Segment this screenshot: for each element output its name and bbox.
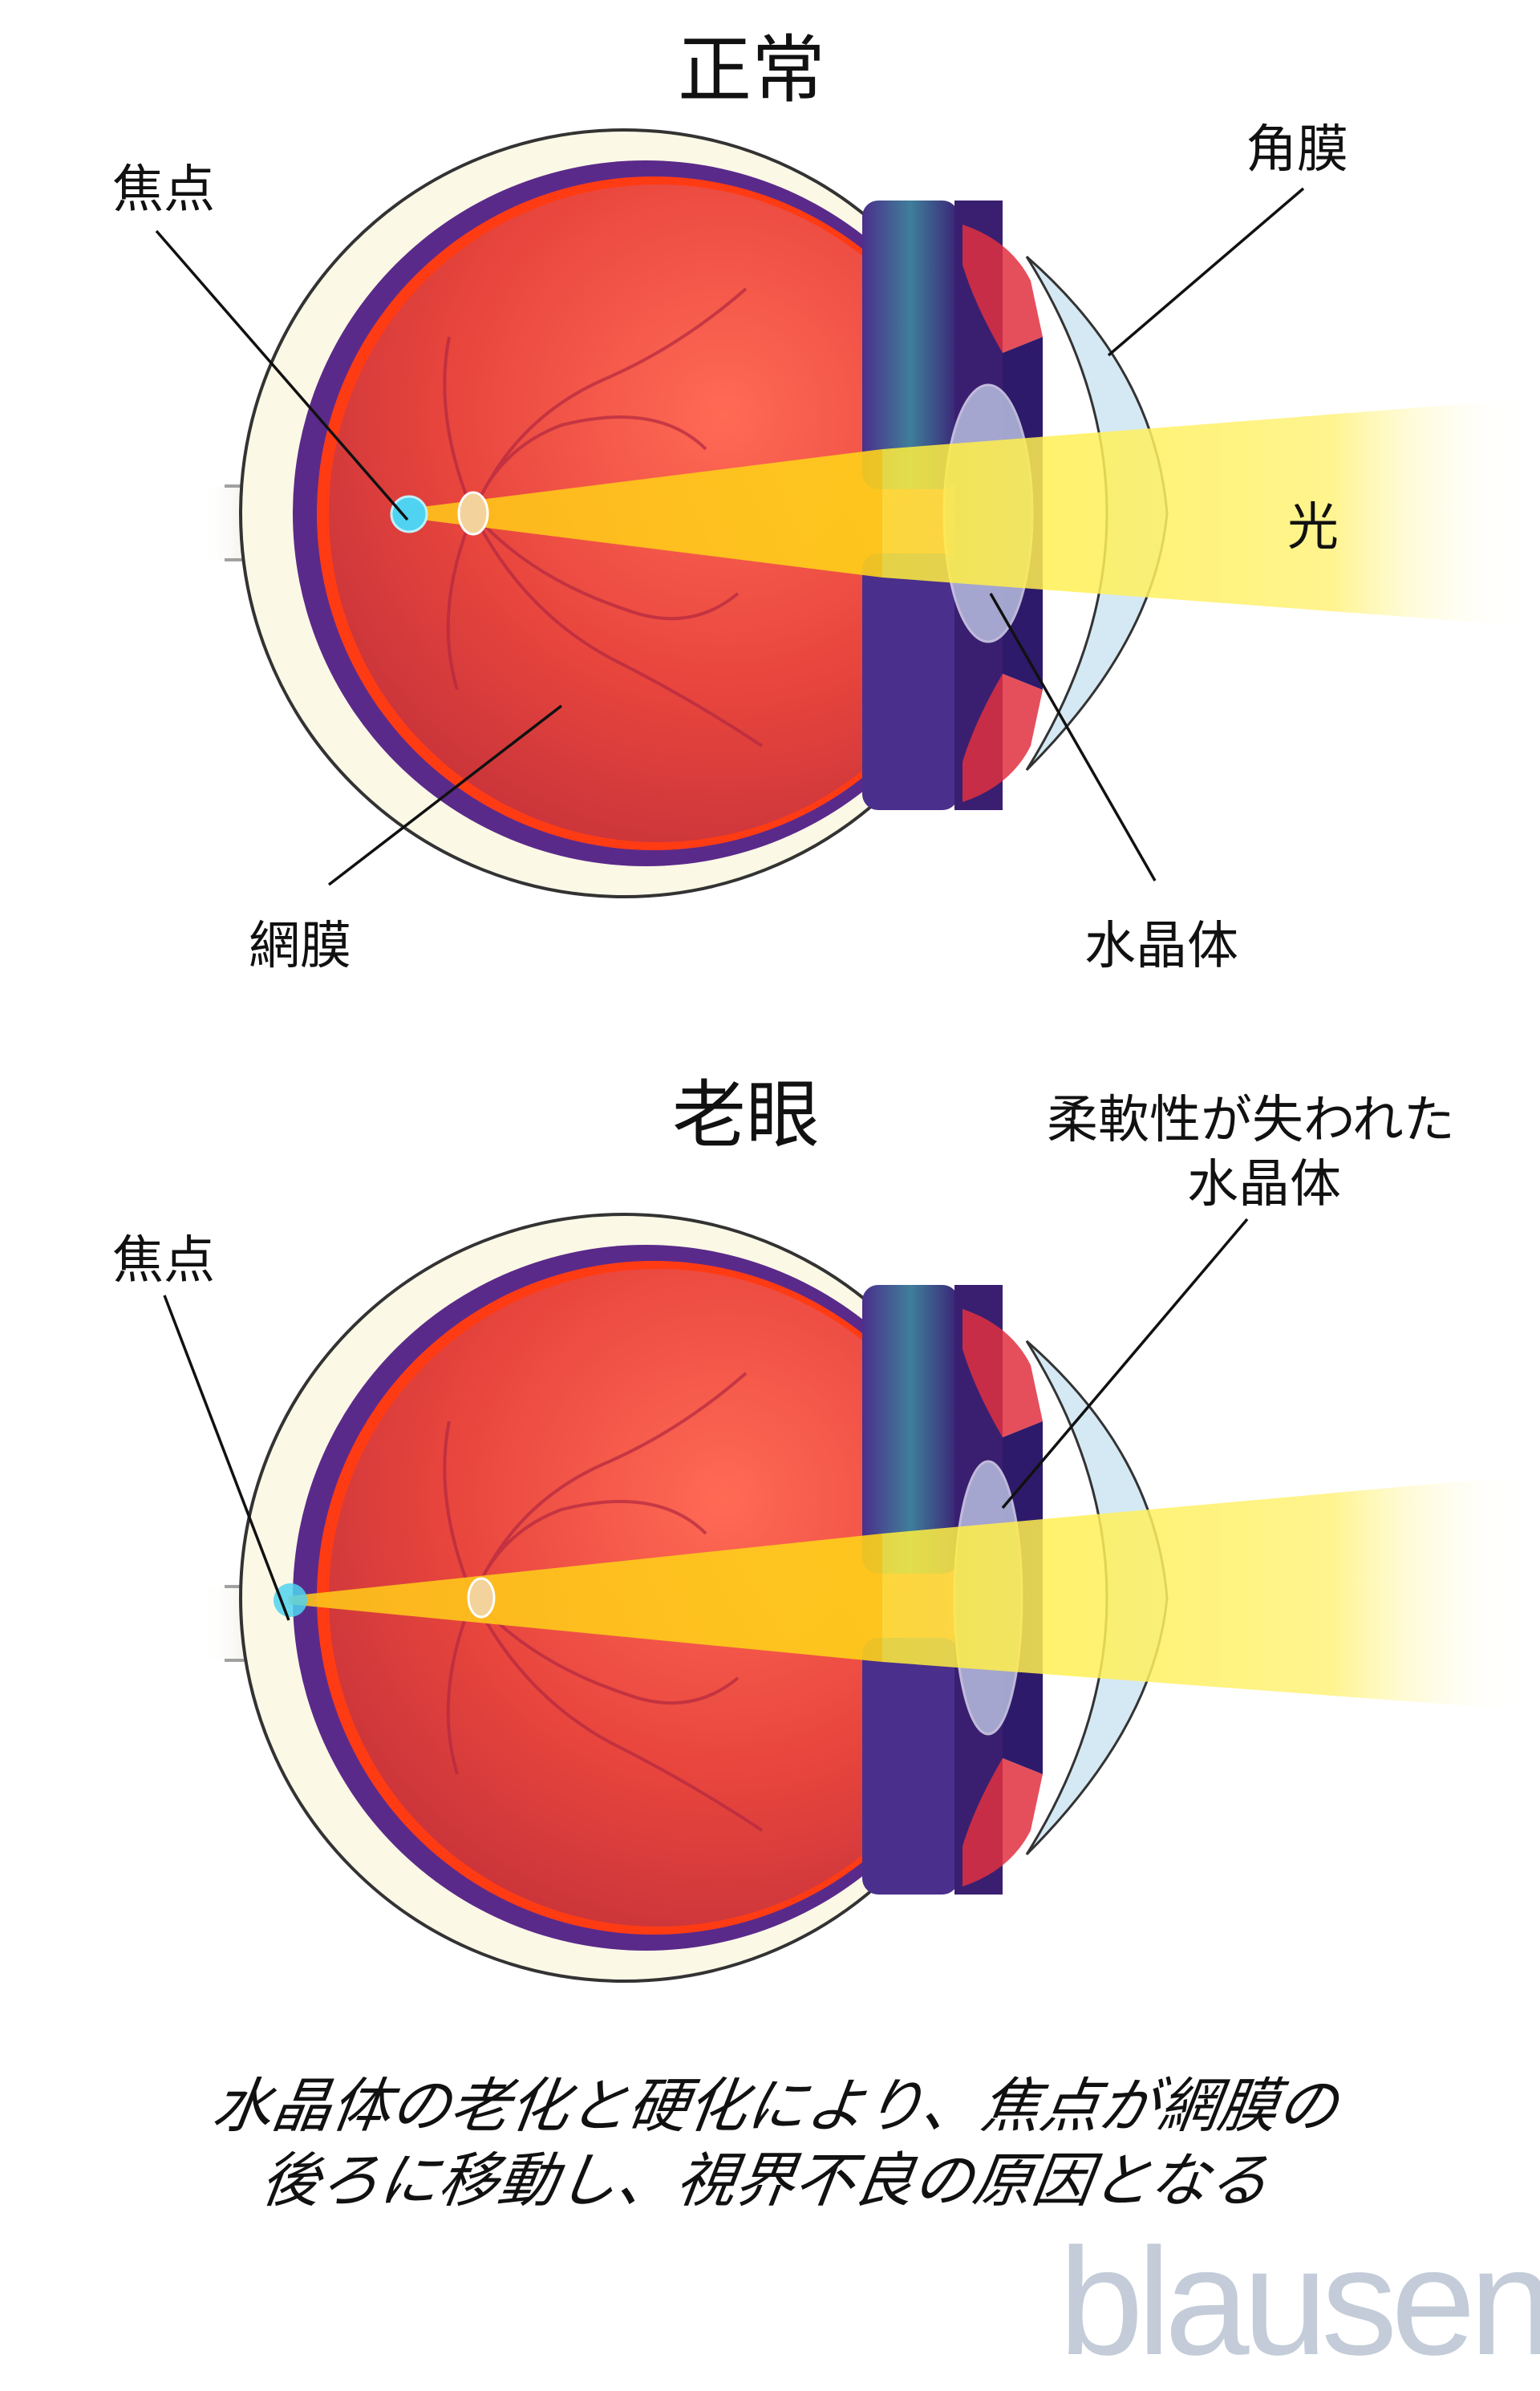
title-normal: 正常 (678, 27, 826, 113)
presbyopic-eye (201, 1213, 1524, 1983)
label-light: 光 (1287, 498, 1339, 557)
leader-lines-presbyopia (163, 1218, 1249, 1621)
focus-point-normal (390, 495, 428, 533)
blausen-logo: blausen (1059, 2217, 1540, 2387)
light-beam-presbyopia (882, 1476, 1524, 1710)
label-stiff-lens-line1: 柔軟性が失われた (1047, 1091, 1455, 1150)
caption-line-1: 水晶体の老化と硬化により、焦点が網膜の (208, 2072, 1343, 2141)
caption: 水晶体の老化と硬化により、焦点が網膜の 後ろに移動し、視界不良の原因となる (118, 2069, 1422, 2218)
focus-point-presbyopia (274, 1583, 307, 1617)
light-beam (882, 399, 1524, 626)
leader-lines-normal (155, 187, 1305, 886)
label-focus-normal: 焦点 (112, 160, 215, 220)
label-stiff-lens-line2: 水晶体 (1187, 1155, 1341, 1214)
label-lens: 水晶体 (1084, 917, 1238, 976)
title-presbyopia: 老眼 (672, 1072, 821, 1158)
normal-eye (201, 128, 1524, 898)
caption-line-2: 後ろに移動し、視界不良の原因となる (256, 2146, 1274, 2215)
label-retina: 網膜 (249, 917, 351, 976)
label-focus-presbyopia: 焦点 (112, 1231, 215, 1291)
label-cornea: 角膜 (1246, 120, 1348, 180)
